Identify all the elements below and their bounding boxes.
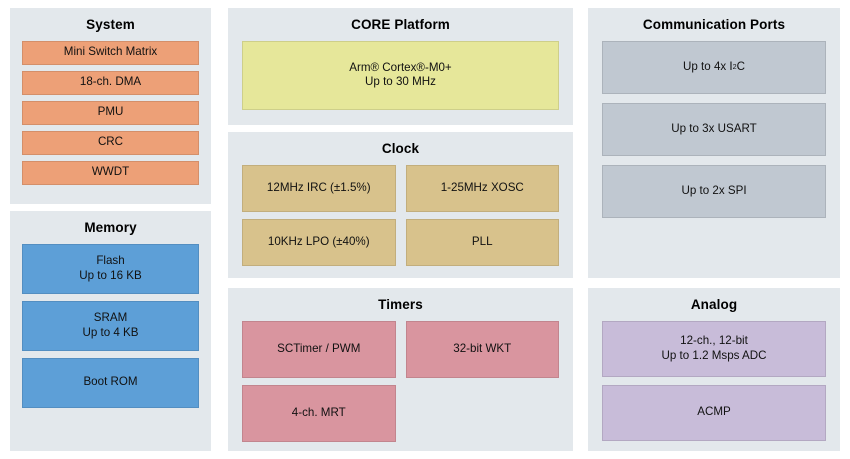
block-acmp[interactable]: ACMP [602,384,826,441]
block-flash-line1: Flash [96,254,125,268]
block-adc-line2: Up to 1.2 Msps ADC [661,348,767,362]
panel-core-platform: CORE Platform Arm® Cortex®-M0+ Up to 30 … [228,8,573,125]
block-flash-line2: Up to 16 KB [79,268,142,282]
block-acmp-line1: ACMP [697,405,731,419]
block-flash[interactable]: Flash Up to 16 KB [22,243,199,294]
panel-title-communication-ports: Communication Ports [642,17,786,32]
panel-title-timers: Timers [378,297,423,312]
block-xosc[interactable]: 1-25MHz XOSC [405,164,559,212]
panel-memory: Memory Flash Up to 16 KB SRAM Up to 4 KB… [10,211,211,451]
panel-title-core-platform: CORE Platform [351,17,450,32]
block-mini-switch-matrix[interactable]: Mini Switch Matrix [22,40,199,65]
block-crc[interactable]: CRC [22,130,199,155]
block-12mhz-irc[interactable]: 12MHz IRC (±1.5%) [242,164,396,212]
panel-title-memory: Memory [84,220,137,235]
panel-analog: Analog 12-ch., 12-bit Up to 1.2 Msps ADC… [588,288,840,451]
panel-title-clock: Clock [381,141,420,156]
block-sram-line2: Up to 4 KB [82,325,139,339]
block-boot-rom-line1: Boot ROM [83,375,138,389]
block-adc-line1: 12-ch., 12-bit [680,334,748,348]
panel-system: System Mini Switch Matrix 18-ch. DMA PMU… [10,8,211,204]
block-list-system: Mini Switch Matrix 18-ch. DMA PMU CRC WW… [10,40,211,185]
block-timers-placeholder [406,385,560,442]
block-sram-line1: SRAM [93,311,128,325]
block-list-memory: Flash Up to 16 KB SRAM Up to 4 KB Boot R… [10,243,211,408]
block-wwdt[interactable]: WWDT [22,160,199,185]
block-4ch-mrt[interactable]: 4-ch. MRT [242,384,396,442]
block-spi[interactable]: Up to 2x SPI [602,164,826,218]
block-cortex-line2: Up to 30 MHz [365,75,436,88]
block-32bit-wkt[interactable]: 32-bit WKT [405,320,559,378]
block-10khz-lpo[interactable]: 10KHz LPO (±40%) [242,218,396,266]
block-usart[interactable]: Up to 3x USART [602,102,826,156]
panel-title-analog: Analog [690,297,738,312]
panel-title-system: System [86,17,135,32]
block-sctimer-pwm[interactable]: SCTimer / PWM [242,320,396,378]
block-list-analog: 12-ch., 12-bit Up to 1.2 Msps ADC ACMP [588,320,840,441]
block-adc[interactable]: 12-ch., 12-bit Up to 1.2 Msps ADC [602,320,826,377]
block-list-clock: 12MHz IRC (±1.5%) 1-25MHz XOSC 10KHz LPO… [228,164,573,266]
panel-timers: Timers SCTimer / PWM 32-bit WKT 4-ch. MR… [228,288,573,451]
block-list-core-platform: Arm® Cortex®-M0+ Up to 30 MHz [228,40,573,110]
block-cortex-m0plus[interactable]: Arm® Cortex®-M0+ Up to 30 MHz [242,40,559,110]
block-cortex-line1: Arm® Cortex®-M0+ [349,60,452,74]
block-pll[interactable]: PLL [405,218,559,266]
block-sram[interactable]: SRAM Up to 4 KB [22,300,199,351]
block-pmu[interactable]: PMU [22,100,199,125]
panel-clock: Clock 12MHz IRC (±1.5%) 1-25MHz XOSC 10K… [228,132,573,278]
block-boot-rom[interactable]: Boot ROM [22,357,199,408]
block-list-timers: SCTimer / PWM 32-bit WKT 4-ch. MRT [228,320,573,442]
block-dma[interactable]: 18-ch. DMA [22,70,199,95]
